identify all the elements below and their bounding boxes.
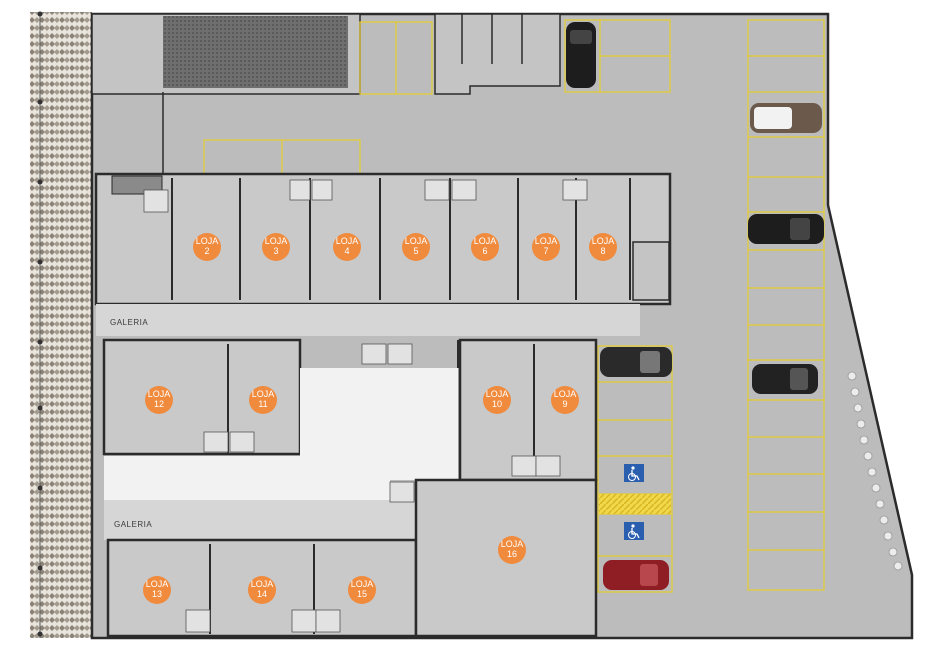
- shop-badge-number: 10: [492, 399, 502, 409]
- shop-badge-number: 9: [562, 399, 567, 409]
- shop-badge-word: LOJA: [405, 236, 428, 246]
- shop-badge-number: 2: [204, 246, 209, 256]
- shop-badge-word: LOJA: [351, 579, 374, 589]
- shop-badge-9[interactable]: LOJA 9: [551, 386, 579, 414]
- accessible-parking-icon: [624, 522, 644, 540]
- parking-bays-right: [747, 19, 825, 591]
- car-icon: [752, 364, 818, 394]
- shop-badge-number: 4: [344, 246, 349, 256]
- shop-badge-4[interactable]: LOJA 4: [333, 233, 361, 261]
- shop-badge-number: 13: [152, 589, 162, 599]
- fence-posts: [37, 11, 43, 637]
- shop-badge-word: LOJA: [251, 579, 274, 589]
- shop-badge-10[interactable]: LOJA 10: [483, 386, 511, 414]
- car-icon: [603, 560, 669, 590]
- shop-badge-number: 14: [257, 589, 267, 599]
- galeria-label-upper: GALERIA: [110, 318, 148, 327]
- ventilation-grating: [163, 16, 348, 88]
- shop-badge-word: LOJA: [554, 389, 577, 399]
- shop-badge-12[interactable]: LOJA 12: [145, 386, 173, 414]
- shop-badge-number: 6: [482, 246, 487, 256]
- accessible-parking-icon: [624, 464, 644, 482]
- shop-badge-word: LOJA: [252, 389, 275, 399]
- shop-badge-word: LOJA: [535, 236, 558, 246]
- shop-badge-number: 5: [413, 246, 418, 256]
- shop-badge-number: 15: [357, 589, 367, 599]
- shop-badge-2[interactable]: LOJA 2: [193, 233, 221, 261]
- shop-badge-word: LOJA: [336, 236, 359, 246]
- shop-badge-word: LOJA: [501, 539, 524, 549]
- shop-badge-word: LOJA: [265, 236, 288, 246]
- car-icon: [566, 22, 596, 88]
- shop-badge-15[interactable]: LOJA 15: [348, 576, 376, 604]
- shop-badge-6[interactable]: LOJA 6: [471, 233, 499, 261]
- perimeter-fence: [30, 12, 92, 638]
- shop-badge-11[interactable]: LOJA 11: [249, 386, 277, 414]
- car-icon: [748, 214, 824, 244]
- shop-badge-number: 3: [273, 246, 278, 256]
- shop-badge-13[interactable]: LOJA 13: [143, 576, 171, 604]
- shop-badge-word: LOJA: [196, 236, 219, 246]
- shop-badge-word: LOJA: [474, 236, 497, 246]
- shop-badge-3[interactable]: LOJA 3: [262, 233, 290, 261]
- commercial-building: [94, 172, 672, 638]
- shop-badge-16[interactable]: LOJA 16: [498, 536, 526, 564]
- shop-badge-8[interactable]: LOJA 8: [589, 233, 617, 261]
- accessible-hatch: [599, 494, 671, 514]
- shop-badge-14[interactable]: LOJA 14: [248, 576, 276, 604]
- car-icon: [750, 103, 822, 133]
- shop-badge-word: LOJA: [148, 389, 171, 399]
- shop-badge-number: 7: [543, 246, 548, 256]
- shop-badge-number: 8: [600, 246, 605, 256]
- shop-badge-7[interactable]: LOJA 7: [532, 233, 560, 261]
- atrium-void: [104, 368, 458, 500]
- shop-badge-word: LOJA: [486, 389, 509, 399]
- shop-badge-number: 11: [258, 399, 267, 409]
- shop-badge-word: LOJA: [146, 579, 169, 589]
- car-icon: [600, 347, 672, 377]
- shop-badge-word: LOJA: [592, 236, 615, 246]
- shop-badge-5[interactable]: LOJA 5: [402, 233, 430, 261]
- shop-badge-number: 12: [154, 399, 164, 409]
- shop-badge-number: 16: [507, 549, 517, 559]
- galeria-label-lower: GALERIA: [114, 520, 152, 529]
- bollards: [847, 371, 903, 571]
